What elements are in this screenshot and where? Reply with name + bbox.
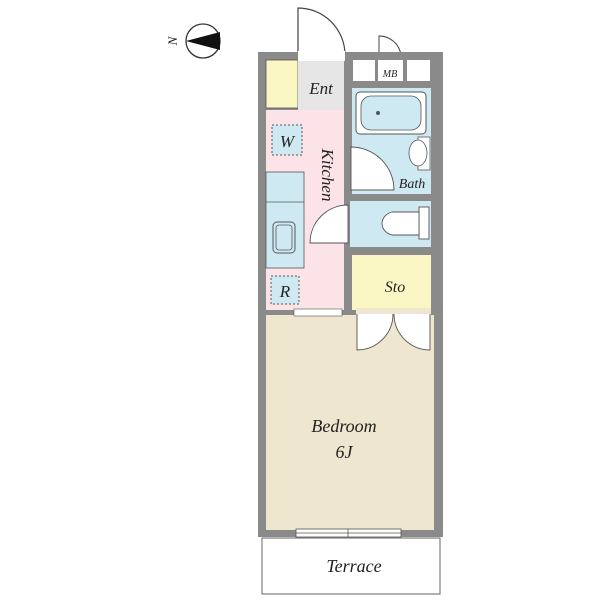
sink-icon [272, 221, 296, 254]
storage-door-opening [356, 308, 431, 318]
terrace-label: Terrace [326, 556, 381, 576]
washer-space [271, 124, 303, 156]
bedroom-size-label: 6J [336, 442, 354, 462]
meter-box-cell-3 [407, 60, 430, 81]
drain-icon [376, 111, 380, 115]
washbasin-icon [408, 139, 428, 167]
entrance-label: Ent [308, 79, 334, 98]
toilet-tank [418, 206, 430, 240]
storage-door-right [393, 313, 431, 351]
bathtub-inner [360, 95, 422, 131]
storage-label: Sto [385, 279, 405, 296]
washer-label: W [280, 132, 296, 151]
meter-box-cell-2 [378, 60, 403, 81]
storage-door-left [356, 313, 394, 351]
toilet-door-swing [309, 204, 349, 244]
sink-inner [275, 224, 293, 251]
bath-door-swing [350, 146, 395, 191]
entrance-floor [298, 60, 344, 110]
compass: N [165, 23, 221, 59]
shoe-closet [265, 59, 299, 109]
meter-box-door-swing [378, 35, 402, 56]
bedroom-floor [266, 315, 434, 530]
refrigerator-label: R [279, 282, 291, 301]
kitchen-label: Kitchen [318, 148, 337, 202]
entrance-door-swing [297, 7, 346, 56]
kitchen-counter [265, 171, 305, 269]
refrigerator-space [270, 275, 300, 305]
terrace [261, 537, 441, 595]
meter-box-cell-1 [353, 60, 375, 81]
storage-floor [352, 255, 431, 310]
bedroom-doorway [293, 308, 343, 317]
bath-label: Bath [399, 177, 425, 192]
bedroom-label: Bedroom [311, 416, 376, 436]
entrance-opening [298, 51, 345, 61]
compass-needle-icon [186, 32, 220, 50]
north-label: N [165, 35, 180, 46]
toilet-icon [381, 211, 420, 236]
meter-box-label: MB [382, 69, 397, 80]
